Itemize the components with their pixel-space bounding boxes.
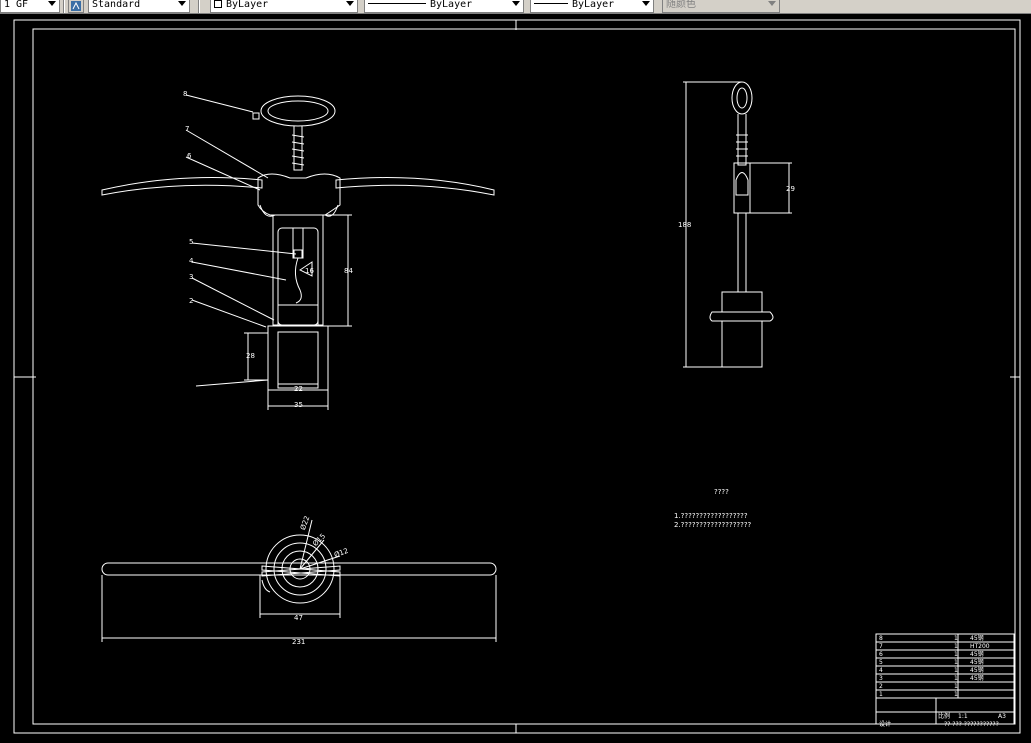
side-view <box>683 81 792 368</box>
dim-231: 231 <box>292 638 306 646</box>
plotstyle-dropdown[interactable]: 随颜色 <box>662 0 780 13</box>
dim-28: 28 <box>246 352 255 360</box>
inner-frame-border <box>32 28 1016 725</box>
chevron-down-icon <box>346 1 354 6</box>
title-block-frame <box>875 633 1015 725</box>
chevron-down-icon <box>642 1 650 6</box>
part-number-7: 7 <box>185 125 190 133</box>
layer-value: 1 GF <box>4 0 29 10</box>
style-icon-button[interactable] <box>68 0 84 13</box>
lineweight-value: ByLayer <box>572 0 615 10</box>
dim-47: 47 <box>294 614 303 622</box>
layer-dropdown[interactable]: 1 GF <box>0 0 60 13</box>
part-number-5: 5 <box>189 238 194 246</box>
text-style-dropdown[interactable]: Standard <box>88 0 190 13</box>
dim-22: 22 <box>294 385 303 393</box>
linetype-value: ByLayer <box>430 0 473 10</box>
part-number-3: 3 <box>189 273 194 281</box>
notes-title: ???? <box>714 488 729 496</box>
text-style-value: Standard <box>92 0 141 10</box>
part-number-2: 2 <box>189 297 194 305</box>
chevron-down-icon <box>512 1 520 6</box>
dim-35: 35 <box>294 401 303 409</box>
dim-84: 84 <box>344 267 353 275</box>
plotstyle-value: 随颜色 <box>666 0 696 10</box>
front-view <box>101 94 495 410</box>
drawing-svg <box>13 19 1021 734</box>
top-view <box>101 519 497 642</box>
part-number-4: 4 <box>189 257 194 265</box>
linetype-preview-icon <box>368 3 426 4</box>
notes-line-2: 2.??????????????????? <box>674 521 752 529</box>
outer-sheet-border <box>13 19 1021 734</box>
dim-29: 29 <box>786 185 795 193</box>
title-info-row: 设计?? ??? ??????????? <box>879 721 999 728</box>
chevron-down-icon <box>48 1 56 6</box>
properties-toolbar: 1 GF Standard ByLayer ByLayer ByLayer 随颜… <box>0 0 1031 14</box>
linetype-dropdown[interactable]: ByLayer <box>364 0 524 13</box>
chevron-down-icon <box>178 1 186 6</box>
text-style-icon <box>71 1 81 11</box>
lineweight-dropdown[interactable]: ByLayer <box>530 0 654 13</box>
toolbar-separator <box>63 0 65 13</box>
color-value: ByLayer <box>226 0 269 10</box>
chevron-down-icon <box>768 1 776 6</box>
part-number-8: 8 <box>183 90 188 98</box>
part-number-6: 6 <box>187 152 192 160</box>
drawing-canvas[interactable]: 8 7 6 5 4 3 2 84 28 22 35 16 188 29 47 2… <box>0 14 1031 743</box>
color-swatch-icon <box>214 0 222 8</box>
dim-phi-16: 16 <box>305 267 314 275</box>
dim-188: 188 <box>678 221 692 229</box>
toolbar-separator <box>198 0 200 13</box>
notes-line-1: 1.?????????????????? <box>674 512 748 520</box>
color-dropdown[interactable]: ByLayer <box>210 0 358 13</box>
lineweight-preview-icon <box>534 3 568 4</box>
